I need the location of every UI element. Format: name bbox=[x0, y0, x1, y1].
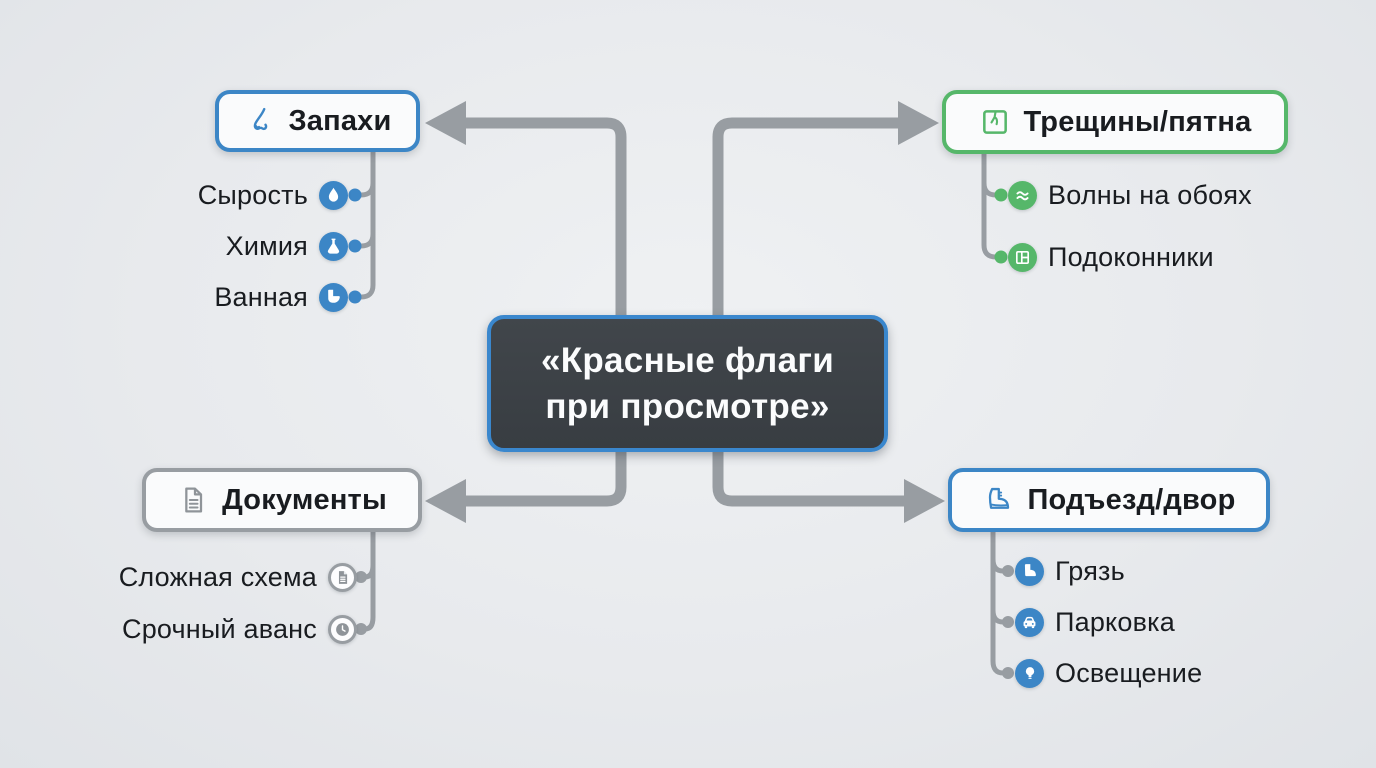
item-dirt: Грязь bbox=[1015, 555, 1125, 587]
item-windowsills: Подоконники bbox=[1008, 241, 1214, 273]
item-wallpaper-waves: Волны на обоях bbox=[1008, 179, 1252, 211]
dot bbox=[355, 571, 367, 583]
item-dampness: Сырость bbox=[198, 179, 348, 211]
arrow-to-documents bbox=[463, 436, 627, 507]
nose-icon bbox=[254, 107, 268, 131]
arrowhead-entrance bbox=[904, 479, 945, 523]
item-parking: Парковка bbox=[1015, 606, 1175, 638]
arrow-to-smells bbox=[463, 117, 627, 334]
twig-smells bbox=[356, 150, 376, 300]
arrow-to-cracks bbox=[712, 117, 901, 334]
arrow-to-entrance bbox=[712, 436, 907, 507]
boot-small-icon bbox=[1015, 556, 1044, 586]
branch-documents: Документы bbox=[142, 468, 422, 532]
dot bbox=[1002, 565, 1014, 577]
dot bbox=[348, 290, 362, 304]
item-chemicals-label: Химия bbox=[225, 230, 308, 261]
item-bathroom: Ванная bbox=[214, 281, 348, 313]
arrowhead-cracks bbox=[898, 101, 939, 145]
branch-documents-label: Документы bbox=[222, 483, 387, 516]
item-urgent-advance: Срочный аванс bbox=[122, 613, 357, 645]
item-complex-scheme: Сложная схема bbox=[119, 561, 357, 593]
branch-smells-label: Запахи bbox=[288, 104, 392, 137]
car-icon bbox=[1015, 607, 1044, 637]
dot bbox=[1002, 667, 1014, 679]
branch-cracks-label: Трещины/пятна bbox=[1023, 105, 1252, 138]
arrowhead-smells bbox=[425, 101, 466, 145]
droplet-icon bbox=[319, 180, 348, 210]
branch-entrance-label: Подъезд/двор bbox=[1027, 483, 1236, 516]
item-wallpaper-waves-label: Волны на обоях bbox=[1048, 179, 1252, 210]
branch-entrance: Подъезд/двор bbox=[948, 468, 1270, 532]
dot bbox=[348, 239, 362, 253]
dot bbox=[355, 623, 367, 635]
dot bbox=[348, 188, 362, 202]
item-complex-scheme-label: Сложная схема bbox=[118, 561, 317, 592]
dot bbox=[994, 188, 1008, 202]
bulb-icon bbox=[1015, 658, 1044, 688]
paper-icon bbox=[328, 562, 357, 592]
twig-entrance bbox=[990, 530, 1008, 676]
item-lighting: Освещение bbox=[1015, 657, 1202, 689]
cracked-wall-icon bbox=[982, 110, 1007, 134]
twig-cracks bbox=[981, 152, 1001, 260]
document-icon bbox=[185, 487, 203, 513]
item-windowsills-label: Подоконники bbox=[1048, 241, 1214, 272]
dot bbox=[1002, 616, 1014, 628]
central-topic-line1: «Красные флаги bbox=[540, 341, 835, 380]
item-bathroom-label: Ванная bbox=[214, 281, 308, 312]
item-dirt-label: Грязь bbox=[1055, 555, 1125, 586]
item-dampness-label: Сырость bbox=[197, 179, 308, 210]
arrowhead-documents bbox=[425, 479, 466, 523]
item-lighting-label: Освещение bbox=[1055, 657, 1203, 688]
toilet-icon bbox=[319, 282, 348, 312]
boot-icon bbox=[989, 487, 1010, 509]
item-chemicals: Химия bbox=[226, 230, 348, 262]
item-urgent-advance-label: Срочный аванс bbox=[122, 613, 317, 644]
central-topic: «Красные флаги при просмотре» bbox=[487, 315, 888, 452]
flask-icon bbox=[319, 231, 348, 261]
clock-icon bbox=[328, 614, 357, 644]
central-topic-line2: при просмотре» bbox=[545, 386, 830, 426]
window-icon bbox=[1008, 242, 1037, 272]
waves-icon bbox=[1008, 180, 1037, 210]
item-parking-label: Парковка bbox=[1055, 606, 1175, 637]
branch-cracks: Трещины/пятна bbox=[942, 90, 1288, 154]
dot bbox=[994, 250, 1008, 264]
branch-smells: Запахи bbox=[215, 90, 420, 152]
